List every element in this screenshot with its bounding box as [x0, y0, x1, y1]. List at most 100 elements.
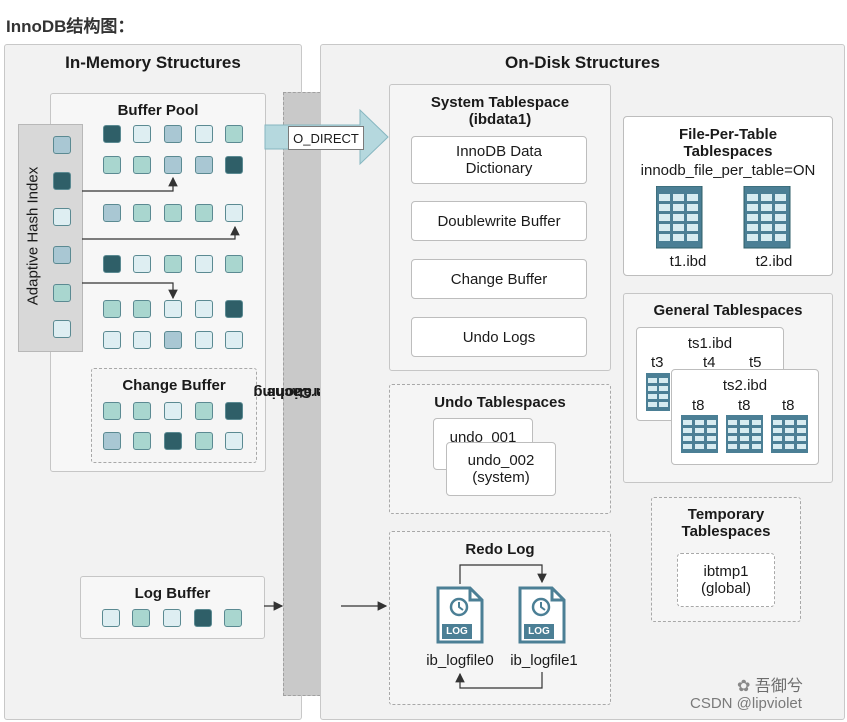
- change-buffer-cell: [164, 402, 182, 420]
- redo-cycle-arrow-top: [459, 564, 547, 584]
- redo-log-file-icons: [436, 586, 566, 644]
- doublewrite-buffer-box: Doublewrite Buffer: [411, 201, 587, 241]
- watermark-credit: CSDN @lipviolet: [690, 695, 802, 712]
- table-icon: [726, 415, 763, 453]
- redo-cycle-arrow-bottom: [455, 672, 543, 689]
- page-cell: [225, 125, 243, 143]
- page-cell: [195, 255, 213, 273]
- change-buffer-cell: [225, 402, 243, 420]
- page-cell: [225, 255, 243, 273]
- log-badge: LOG: [528, 626, 550, 637]
- redo-log: Redo Log: [389, 531, 611, 705]
- ibtmp1-file: ibtmp1(global): [677, 553, 775, 607]
- o-direct-label: O_DIRECT: [288, 126, 364, 150]
- page-cell: [164, 125, 182, 143]
- buffer-pool-title: Buffer Pool: [117, 102, 199, 119]
- page-cell: [133, 331, 151, 349]
- watermark-account: ✿ 吾御兮: [737, 678, 803, 695]
- hash-cell: [53, 172, 71, 190]
- log-file-icon: [518, 586, 566, 644]
- log-buffer-cell: [194, 609, 212, 627]
- page-cell: [164, 204, 182, 222]
- table-icon: [681, 415, 718, 453]
- log-badge: LOG: [446, 626, 468, 637]
- log-file-icon: [436, 586, 484, 644]
- log-buffer-cell: [102, 609, 120, 627]
- adaptive-hash-index: [18, 124, 83, 352]
- system-tablespace-title: System Tablespace (ibdata1): [430, 94, 570, 128]
- hash-cell: [53, 246, 71, 264]
- change-buffer-cell: [225, 432, 243, 450]
- ts1-name: ts1.ibd: [687, 335, 733, 352]
- undo-tablespaces-title: Undo Tablespaces: [434, 394, 566, 411]
- hash-pointer-arrows: [82, 176, 240, 300]
- change-buffer-cell: [133, 432, 151, 450]
- ts2-table-label: t8: [738, 397, 751, 414]
- table-icon: [771, 415, 808, 453]
- ib-logfile0-label: ib_logfile0: [426, 652, 494, 669]
- general-tablespaces-title: General Tablespaces: [653, 302, 803, 319]
- ts2-table-label: t8: [782, 397, 795, 414]
- undo-002-file: undo_002(system): [446, 442, 556, 496]
- page-cell: [195, 300, 213, 318]
- log-buffer: Log Buffer: [80, 576, 265, 639]
- temporary-tablespaces-title: Temporary Tablespaces: [681, 506, 771, 540]
- page-cell: [103, 204, 121, 222]
- page-cell: [133, 255, 151, 273]
- ts1-table-t5: t5: [749, 354, 762, 371]
- table-icon: [743, 186, 791, 249]
- redo-log-title: Redo Log: [465, 541, 535, 558]
- page-cell: [164, 156, 182, 174]
- page-cell: [195, 204, 213, 222]
- hash-cell: [53, 136, 71, 154]
- change-buffer-cell: [103, 402, 121, 420]
- ib-logfile1-label: ib_logfile1: [510, 652, 578, 669]
- hash-cell: [53, 208, 71, 226]
- page-cell: [103, 156, 121, 174]
- page-cell: [195, 125, 213, 143]
- log-buffer-cell: [163, 609, 181, 627]
- table-icon: [656, 186, 703, 249]
- on-disk-title: On-Disk Structures: [505, 53, 660, 72]
- page-cell: [133, 300, 151, 318]
- change-buffer-cell: [164, 432, 182, 450]
- ts1-table-t3: t3: [651, 354, 664, 371]
- file-per-table-icons: [656, 186, 791, 249]
- undo-logs-box: Undo Logs: [411, 317, 587, 357]
- file-per-table-setting: innodb_file_per_table=ON: [640, 162, 816, 179]
- page-cell: [103, 125, 121, 143]
- page-cell: [164, 300, 182, 318]
- wechat-icon: ✿: [737, 678, 755, 695]
- page-cell: [225, 300, 243, 318]
- page-cell: [164, 331, 182, 349]
- change-buffer-cell: [133, 402, 151, 420]
- in-memory-title: In-Memory Structures: [65, 53, 241, 72]
- change-buffer-cell: [195, 402, 213, 420]
- ts2-table-icons: [681, 415, 808, 453]
- log-buffer-cell: [224, 609, 242, 627]
- file-t2-label: t2.ibd: [755, 253, 793, 270]
- ts2-table-label: t8: [692, 397, 705, 414]
- change-buffer-box: Change Buffer: [411, 259, 587, 299]
- page-cell: [103, 331, 121, 349]
- hash-cell: [53, 284, 71, 302]
- page-cell: [195, 331, 213, 349]
- log-buffer-cell: [132, 609, 150, 627]
- page-cell: [133, 125, 151, 143]
- ts1-table-icon: [646, 373, 670, 411]
- hash-cell: [53, 320, 71, 338]
- page-cell: [103, 300, 121, 318]
- page-heading: InnoDB结构图：: [6, 17, 135, 36]
- change-buffer-cell: [195, 432, 213, 450]
- page-cell: [164, 255, 182, 273]
- page-cell: [225, 156, 243, 174]
- page-cell: [133, 204, 151, 222]
- page-cell: [225, 204, 243, 222]
- memory-change-buffer-title: Change Buffer: [122, 377, 226, 394]
- file-per-table-title: File-Per-Table Tablespaces: [678, 126, 778, 160]
- file-t1-label: t1.ibd: [669, 253, 707, 270]
- page-cell: [103, 255, 121, 273]
- ts2-name: ts2.ibd: [722, 377, 768, 394]
